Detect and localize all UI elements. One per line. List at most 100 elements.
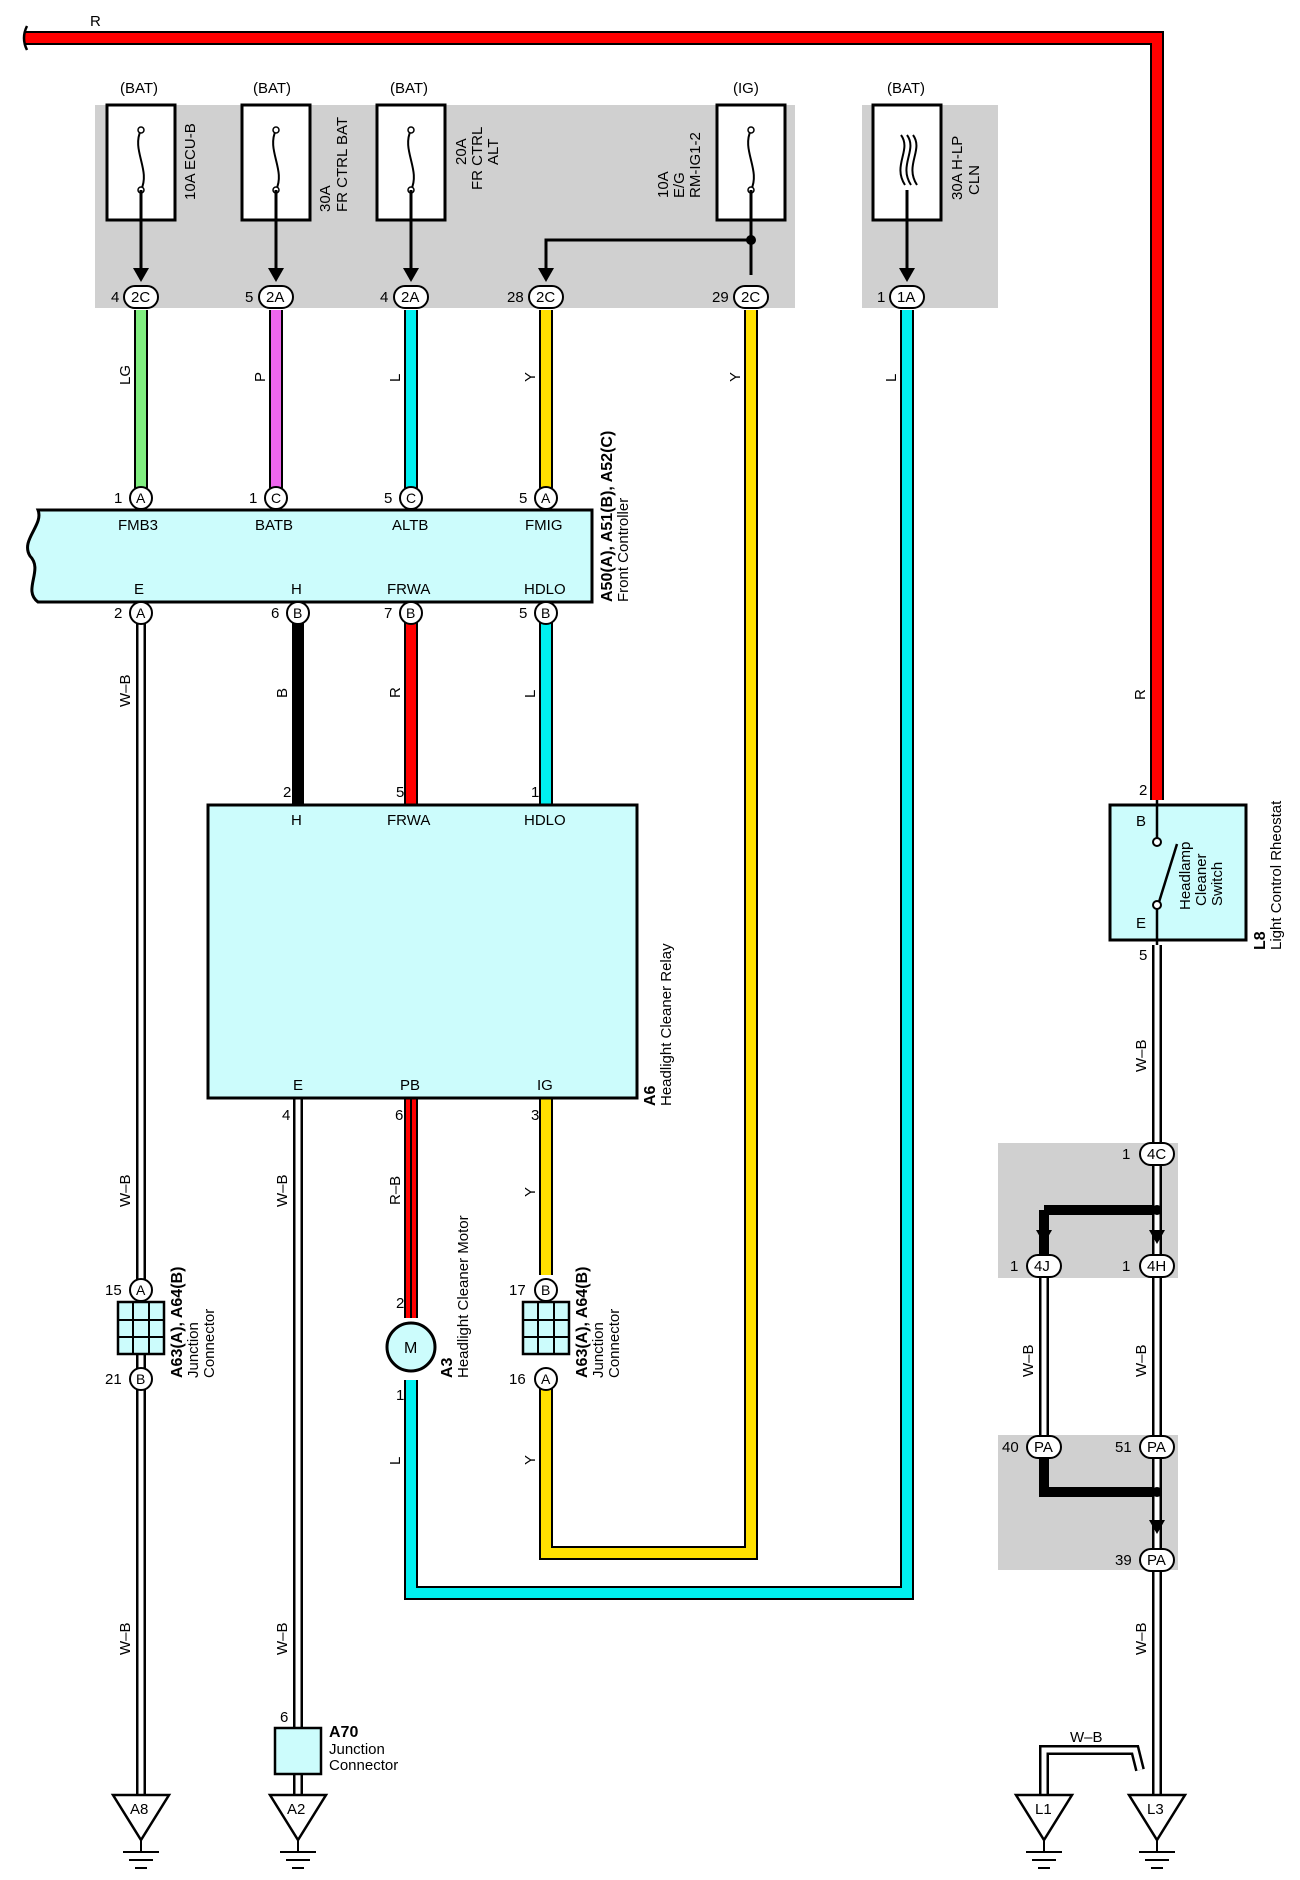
svg-text:5: 5 bbox=[384, 490, 392, 507]
svg-text:B: B bbox=[541, 1282, 550, 1298]
wire-rb-pb: R–B bbox=[387, 1098, 418, 1318]
svg-text:W–B: W–B bbox=[1133, 1622, 1150, 1655]
svg-text:6: 6 bbox=[395, 1107, 403, 1124]
svg-text:5: 5 bbox=[1139, 947, 1147, 964]
headlight-cleaner-motor: 2 M 1 A3 Headlight Cleaner Motor bbox=[385, 1215, 472, 1404]
svg-text:C: C bbox=[406, 490, 416, 506]
wire-l-loop: L L bbox=[387, 310, 914, 1600]
svg-text:Y: Y bbox=[522, 1455, 539, 1465]
svg-text:Cleaner: Cleaner bbox=[1193, 853, 1210, 906]
wire-y-relay-ig: Y Y bbox=[522, 1098, 553, 1465]
svg-text:H: H bbox=[291, 812, 302, 829]
svg-text:5: 5 bbox=[245, 289, 253, 306]
svg-text:W–B: W–B bbox=[1070, 1729, 1103, 1746]
svg-text:2: 2 bbox=[283, 784, 291, 801]
svg-text:39: 39 bbox=[1115, 1552, 1132, 1569]
svg-text:(BAT): (BAT) bbox=[887, 80, 925, 97]
svg-text:1: 1 bbox=[1010, 1258, 1018, 1275]
wire-label-right-r: R bbox=[1132, 689, 1149, 700]
svg-text:Y: Y bbox=[522, 372, 539, 382]
svg-text:A8: A8 bbox=[130, 1801, 148, 1818]
wire-b-h: B bbox=[274, 616, 304, 805]
svg-text:30A H-LP: 30A H-LP bbox=[949, 136, 966, 200]
svg-text:L: L bbox=[522, 690, 539, 698]
fuse-fr-ctrl-bat: (BAT) 30A FR CTRL BAT bbox=[240, 80, 351, 222]
svg-text:2A: 2A bbox=[401, 289, 419, 306]
svg-text:B: B bbox=[406, 605, 415, 621]
svg-text:1: 1 bbox=[1122, 1258, 1130, 1275]
light-control-rheostat: 2 B E 5 Headlamp Cleaner Switch L8 Light… bbox=[1108, 782, 1285, 964]
splice-dot-4c bbox=[1152, 1205, 1162, 1215]
svg-text:W–B: W–B bbox=[117, 1174, 134, 1207]
svg-text:15: 15 bbox=[105, 1282, 122, 1299]
svg-text:17: 17 bbox=[509, 1282, 526, 1299]
svg-text:PA: PA bbox=[1147, 1552, 1166, 1569]
svg-text:Y: Y bbox=[522, 1187, 539, 1197]
svg-text:1A: 1A bbox=[897, 289, 915, 306]
svg-text:R: R bbox=[387, 687, 404, 698]
svg-text:L: L bbox=[883, 374, 900, 382]
svg-text:H: H bbox=[291, 581, 302, 598]
svg-text:A: A bbox=[136, 1282, 146, 1298]
svg-text:1: 1 bbox=[114, 490, 122, 507]
svg-text:Junction: Junction bbox=[185, 1322, 202, 1378]
pin-2c-4: 4 2C bbox=[111, 285, 159, 309]
svg-text:21: 21 bbox=[105, 1371, 122, 1388]
headlight-cleaner-relay: 2 5 1 H FRWA HDLO E PB IG 4 6 3 A6 Headl… bbox=[206, 784, 675, 1124]
svg-text:1: 1 bbox=[396, 1387, 404, 1404]
svg-text:A2: A2 bbox=[287, 1801, 305, 1818]
svg-text:FRWA: FRWA bbox=[387, 581, 430, 598]
svg-text:4C: 4C bbox=[1147, 1146, 1166, 1163]
svg-text:W–B: W–B bbox=[1133, 1039, 1150, 1072]
wire-top-r: R R bbox=[22, 13, 1164, 800]
svg-text:R–B: R–B bbox=[387, 1176, 404, 1205]
front-controller-title: A50(A), A51(B), A52(C) bbox=[599, 431, 616, 602]
svg-text:(BAT): (BAT) bbox=[390, 80, 428, 97]
svg-text:51: 51 bbox=[1115, 1439, 1132, 1456]
wire-y-fmig: Y bbox=[522, 310, 553, 488]
svg-text:4: 4 bbox=[111, 289, 119, 306]
svg-text:P: P bbox=[252, 372, 269, 382]
svg-text:16: 16 bbox=[509, 1371, 526, 1388]
junction-connector-left: 15 A 21 B A63(A), A64(B) Junction Connec… bbox=[105, 1267, 218, 1391]
svg-text:A: A bbox=[136, 490, 146, 506]
fuse-leads bbox=[139, 190, 909, 275]
pin-2c-28: 28 2C bbox=[507, 285, 564, 309]
svg-text:L3: L3 bbox=[1147, 1801, 1164, 1818]
svg-text:HDLO: HDLO bbox=[524, 812, 566, 829]
wire-r-frwa: R bbox=[387, 616, 418, 805]
svg-text:A: A bbox=[541, 490, 551, 506]
svg-text:CLN: CLN bbox=[966, 165, 983, 195]
pin-2a-4: 4 2A bbox=[380, 285, 429, 309]
svg-text:Connector: Connector bbox=[201, 1309, 218, 1378]
svg-text:E: E bbox=[134, 581, 144, 598]
svg-text:IG: IG bbox=[537, 1077, 553, 1094]
front-controller: FMB3 BATB ALTB FMIG E H FRWA HDLO A50(A)… bbox=[26, 431, 632, 604]
svg-text:5: 5 bbox=[396, 784, 404, 801]
svg-text:4: 4 bbox=[380, 289, 388, 306]
ground-a8: A8 bbox=[110, 1793, 172, 1869]
svg-text:W–B: W–B bbox=[274, 1622, 291, 1655]
svg-text:C: C bbox=[271, 490, 281, 506]
svg-text:B: B bbox=[1136, 813, 1146, 830]
svg-text:BATB: BATB bbox=[255, 517, 293, 534]
svg-text:A70: A70 bbox=[329, 1724, 358, 1741]
svg-text:Junction: Junction bbox=[329, 1741, 385, 1758]
wire-wb-group bbox=[136, 616, 1162, 1795]
svg-text:6: 6 bbox=[271, 605, 279, 622]
ground-l1: L1 bbox=[1013, 1793, 1075, 1869]
svg-text:Headlight Cleaner Motor: Headlight Cleaner Motor bbox=[455, 1215, 472, 1378]
svg-text:E/G: E/G bbox=[671, 172, 688, 198]
svg-text:B: B bbox=[541, 605, 550, 621]
svg-text:B: B bbox=[293, 605, 302, 621]
svg-text:L: L bbox=[387, 1457, 404, 1465]
splice-dot-pa bbox=[1152, 1487, 1162, 1497]
relay-code: A6 bbox=[642, 1085, 659, 1106]
svg-text:W–B: W–B bbox=[117, 1622, 134, 1655]
svg-text:(BAT): (BAT) bbox=[253, 80, 291, 97]
front-controller-name: Front Controller bbox=[615, 498, 632, 602]
svg-text:FR CTRL BAT: FR CTRL BAT bbox=[334, 117, 351, 212]
svg-text:30A: 30A bbox=[317, 185, 334, 212]
